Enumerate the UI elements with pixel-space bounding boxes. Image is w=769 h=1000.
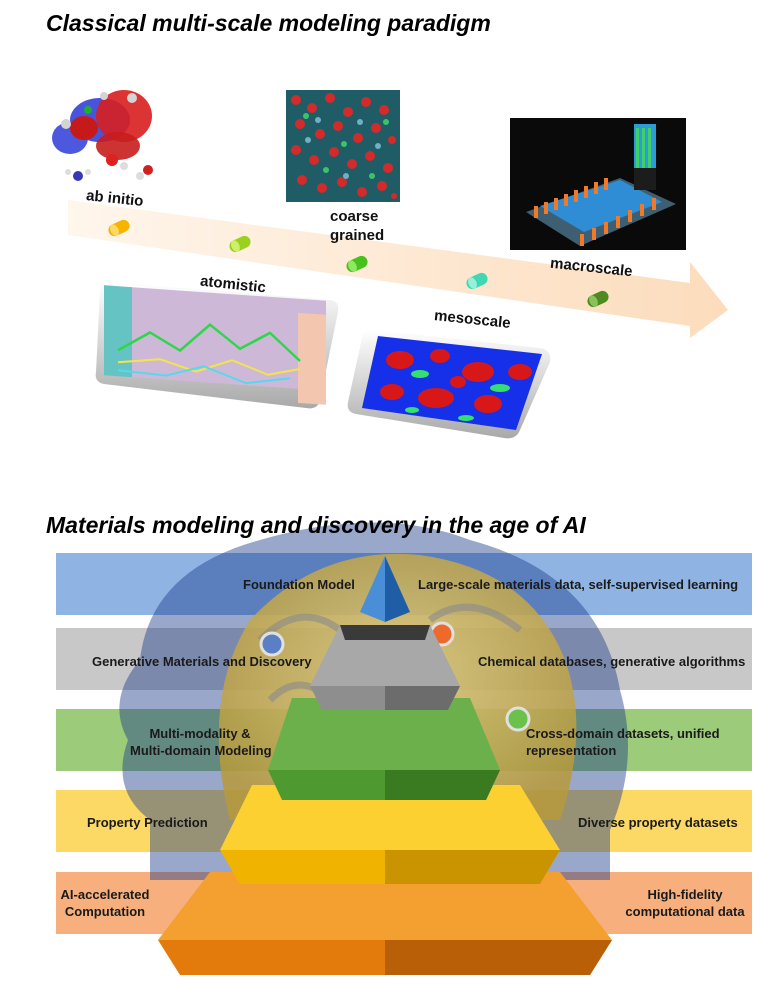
level-2-left-label: Generative Materials and Discovery xyxy=(92,654,312,669)
capsule-macroscale xyxy=(587,290,609,308)
level-3-left-label-line1: Multi-modality & xyxy=(149,726,251,741)
scale-arrow xyxy=(68,200,728,338)
capsule-mesoscale xyxy=(466,272,488,290)
pyramid xyxy=(158,556,612,975)
level-3-left-label-line2: Multi-domain Modeling xyxy=(130,743,272,758)
level-5-left-label-line1: AI-accelerated xyxy=(60,887,150,902)
ab-initio-molecule-image xyxy=(52,90,153,181)
capsule-atomistic xyxy=(229,235,251,253)
mesoscale-tablet-image xyxy=(347,329,551,439)
atomistic-tablet-image xyxy=(95,281,339,409)
capsule-ab-initio xyxy=(108,219,130,237)
level-1-left-label: Foundation Model xyxy=(243,577,355,592)
level-5-left-label-line2: Computation xyxy=(64,904,146,919)
ai-title: Materials modeling and discovery in the … xyxy=(46,512,586,538)
level-3-right-label-line1: Cross-domain datasets, unified xyxy=(526,726,720,741)
macroscale-device-image xyxy=(510,118,686,250)
coarse-grained-image xyxy=(286,90,400,202)
level-1-right-label: Large-scale materials data, self-supervi… xyxy=(418,577,739,592)
level-4-right-label: Diverse property datasets xyxy=(578,815,738,830)
capsule-coarse-grained xyxy=(346,255,368,273)
level-4-left-label: Property Prediction xyxy=(87,815,208,830)
label-coarse: coarse xyxy=(330,208,379,225)
level-5-right-label-line1: High-fidelity xyxy=(647,887,723,902)
level-5-right-label-line2: computational data xyxy=(625,904,745,919)
label-grained: grained xyxy=(330,227,385,244)
level-3-right-label-line2: representation xyxy=(526,743,617,758)
paradigm-title: Classical multi-scale modeling paradigm xyxy=(46,10,491,36)
level-2-right-label: Chemical databases, generative algorithm… xyxy=(478,654,746,669)
